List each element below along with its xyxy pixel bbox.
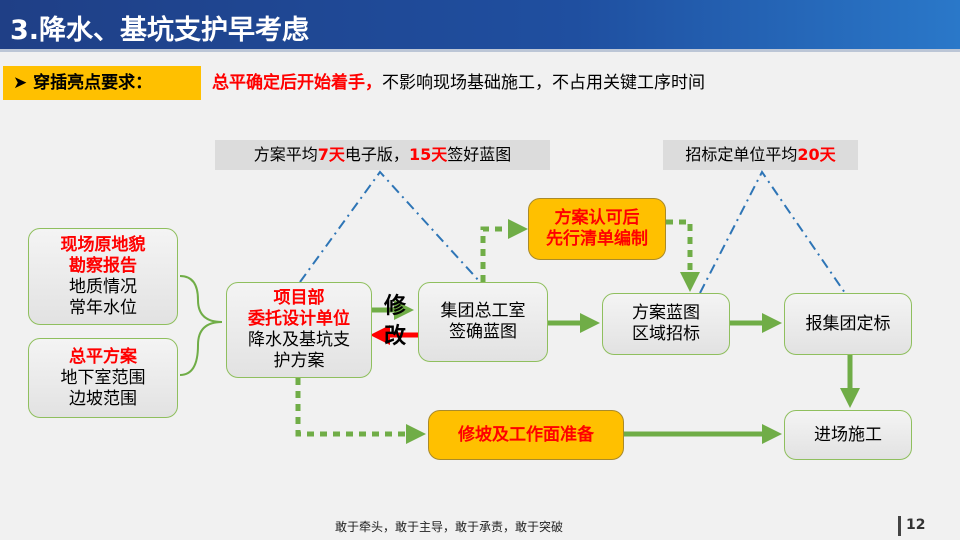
callout-design-time: 方案平均7天电子版，15天签好蓝图 [215, 140, 550, 170]
page-number: 12 [906, 517, 926, 533]
text: 护方案 [273, 351, 325, 371]
text: 地下室范围 [60, 367, 146, 388]
text: 报集团定标 [805, 313, 891, 334]
text: 招标定单位平均 [685, 145, 798, 164]
text: 不影响现场基础施工，不占用关键工序时间 [382, 73, 705, 93]
box-slope-prep: 修坡及工作面准备 [428, 410, 624, 460]
text: 总平方案 [69, 346, 137, 367]
callout-tender-time: 招标定单位平均20天 [663, 140, 858, 170]
requirement-label: ➤ 穿插亮点要求： [3, 66, 201, 100]
box-master-plan: 总平方案地下室范围边坡范围 [28, 338, 178, 418]
text: 边坡范围 [69, 388, 137, 409]
text: 电子版， [344, 145, 409, 164]
text: 方案平均 [253, 145, 318, 164]
text: 勘察报告 [69, 255, 137, 276]
text: 降水及基坑支 [248, 330, 350, 350]
text: 集团总工室 [440, 301, 526, 321]
requirement-text: 总平确定后开始着手，不影响现场基础施工，不占用关键工序时间 [212, 70, 705, 96]
title-bar: 3.降水、基坑支护早考虑 [0, 0, 960, 52]
revise-label-b: 改 [384, 324, 407, 349]
text: 20天 [797, 145, 836, 164]
text: 项目部 [273, 288, 325, 308]
box-report-group: 报集团定标 [784, 293, 912, 355]
box-group-chief: 集团总工室签确蓝图 [418, 282, 548, 362]
text: 7天 [317, 145, 345, 164]
text: 现场原地貌 [60, 234, 146, 255]
text: 方案蓝图 [632, 303, 700, 323]
text: 穿插亮点要求： [33, 73, 153, 93]
text: 签好蓝图 [447, 145, 512, 164]
page-divider [898, 516, 901, 536]
text: 地质情况 [69, 276, 137, 297]
text: 常年水位 [69, 297, 137, 318]
text: 修坡及工作面准备 [458, 424, 594, 445]
box-project-dept: 项目部委托设计单位降水及基坑支护方案 [226, 282, 372, 378]
text: 进场施工 [814, 424, 882, 445]
footer-slogan: 敢于牵头，敢于主导，敢于承责，敢于突破 [335, 520, 564, 534]
revise-label-a: 修 [384, 294, 407, 319]
box-construction: 进场施工 [784, 410, 912, 460]
box-approved-list: 方案认可后先行清单编制 [528, 198, 666, 260]
text: 方案认可后 [554, 208, 640, 228]
box-survey-report: 现场原地貌勘察报告地质情况常年水位 [28, 228, 178, 325]
text: 区域招标 [632, 324, 700, 344]
box-tender: 方案蓝图区域招标 [602, 293, 730, 355]
page-title: 3.降水、基坑支护早考虑 [10, 15, 310, 46]
text: 15天 [408, 145, 448, 164]
chevron-right-icon: ➤ [13, 73, 34, 93]
text: 委托设计单位 [248, 309, 350, 329]
text: 总平确定后开始着手， [212, 73, 382, 93]
text: 先行清单编制 [546, 229, 648, 249]
text: 签确蓝图 [449, 322, 517, 342]
